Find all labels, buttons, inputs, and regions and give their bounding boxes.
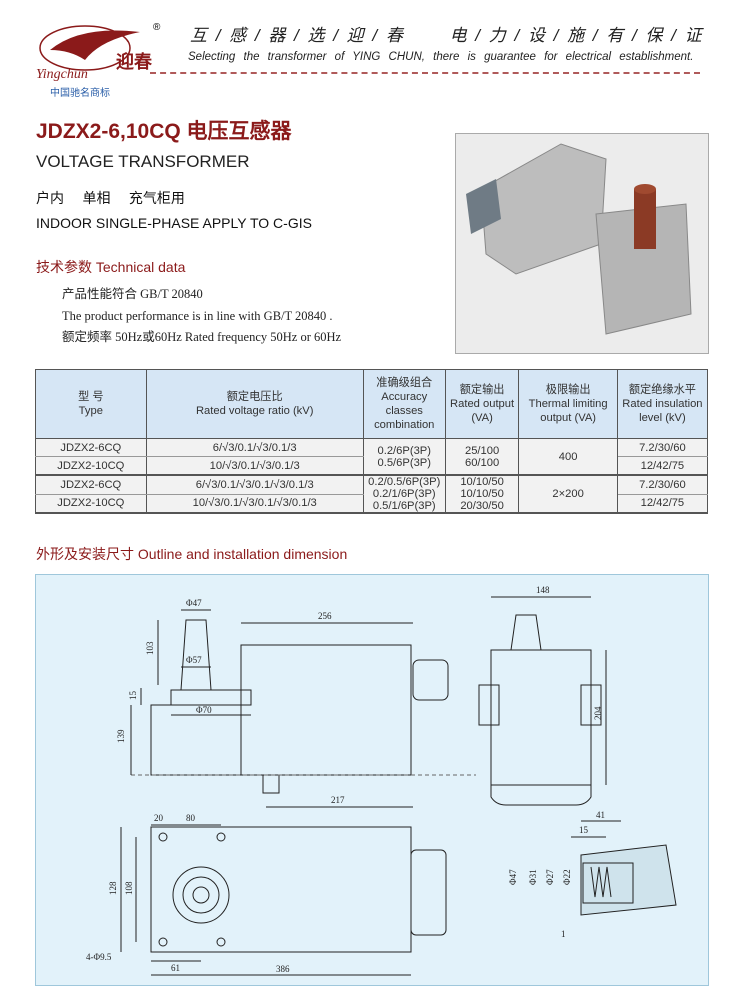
- product-subtitle: VOLTAGE TRANSFORMER: [36, 152, 250, 171]
- product-photo: [455, 133, 709, 354]
- table-cell: 0.2/0.5/6P(3P)0.2/1/6P(3P)0.5/1/6P(3P): [362, 475, 446, 514]
- slogan-english: Selecting the transformer of YING CHUN, …: [188, 51, 694, 63]
- logo-script: Yingchun: [36, 67, 88, 82]
- table-cell: JDZX2-6CQ: [35, 475, 147, 495]
- table-cell: 7.2/30/60: [616, 438, 709, 457]
- dimension-label: 103: [145, 641, 155, 655]
- dimension-label: 1: [561, 929, 566, 939]
- table-cell: JDZX2-10CQ: [35, 456, 147, 476]
- dimension-label: 108: [124, 881, 134, 895]
- dimension-label: 15: [128, 691, 138, 701]
- table-cell: 10/√3/0.1/√3/0.1/3: [145, 456, 364, 476]
- dimension-label: 4-Φ9.5: [86, 952, 112, 962]
- product-title: JDZX2-6,10CQ 电压互感器: [36, 120, 292, 143]
- table-cell: JDZX2-10CQ: [35, 494, 147, 514]
- table-cell: 12/42/75: [616, 456, 709, 476]
- tech-line: 额定频率 50Hz或60Hz Rated frequency 50Hz or 6…: [62, 330, 342, 344]
- dimension-label: 386: [276, 964, 290, 974]
- dimension-label: 128: [108, 881, 118, 895]
- slogan-chinese: 互 / 感 / 器 / 选 / 迎 / 春 电 / 力 / 设 / 施 / 有 …: [190, 26, 704, 45]
- table-cell: 0.2/6P(3P)0.5/6P(3P): [362, 438, 446, 476]
- dimension-label: 41: [596, 810, 605, 820]
- usage-english: INDOOR SINGLE-PHASE APPLY TO C-GIS: [36, 215, 312, 231]
- dimension-label: 20: [154, 813, 164, 823]
- dimension-label: 61: [171, 963, 180, 973]
- dimension-label: 148: [536, 585, 550, 595]
- usage-chinese: 户内 单相 充气柜用: [36, 191, 185, 207]
- dimension-label: Φ70: [196, 705, 212, 715]
- table-cell: 7.2/30/60: [616, 475, 709, 495]
- table-cell: JDZX2-6CQ: [35, 438, 147, 457]
- dimension-label: 80: [186, 813, 196, 823]
- outline-drawing: 256 217 139 15 103 Φ47 Φ57 Φ70 148 204 2…: [35, 574, 709, 986]
- table-cell: 6/√3/0.1/√3/0.1/√3/0.1/3: [145, 475, 364, 495]
- registered-mark: ®: [153, 22, 161, 33]
- table-cell: 10/√3/0.1/√3/0.1/√3/0.1/3: [145, 494, 364, 514]
- dimension-label: Φ27: [545, 869, 555, 885]
- table-cell: 12/42/75: [616, 494, 709, 514]
- dimension-label: Φ31: [528, 869, 538, 885]
- dimension-label: 204: [593, 706, 603, 720]
- header-divider: [150, 72, 700, 74]
- outline-heading: 外形及安装尺寸 Outline and installation dimensi…: [36, 546, 348, 562]
- table-cell: 6/√3/0.1/√3/0.1/3: [145, 438, 364, 457]
- tech-line: 产品性能符合 GB/T 20840: [62, 287, 203, 301]
- table-cell: 2×200: [518, 475, 618, 514]
- brand-note: 中国驰名商标: [50, 88, 110, 99]
- transformer-body: [240, 644, 412, 776]
- dimension-label: Φ22: [562, 869, 572, 885]
- dimension-label: 256: [318, 611, 332, 621]
- dimension-label: Φ47: [508, 869, 518, 885]
- table-cell: 400: [518, 438, 618, 476]
- dimension-label: Φ57: [186, 655, 202, 665]
- dimension-label: Φ47: [186, 598, 202, 608]
- dimension-label: 217: [331, 795, 345, 805]
- dimension-label: 139: [116, 729, 126, 743]
- technical-heading: 技术参数 Technical data: [36, 259, 186, 275]
- logo-text: 迎春: [116, 51, 153, 73]
- dimension-label: 15: [579, 825, 589, 835]
- yingchun-logo: 迎春 Yingchun: [36, 25, 153, 82]
- tech-line: The product performance is in line with …: [62, 309, 333, 323]
